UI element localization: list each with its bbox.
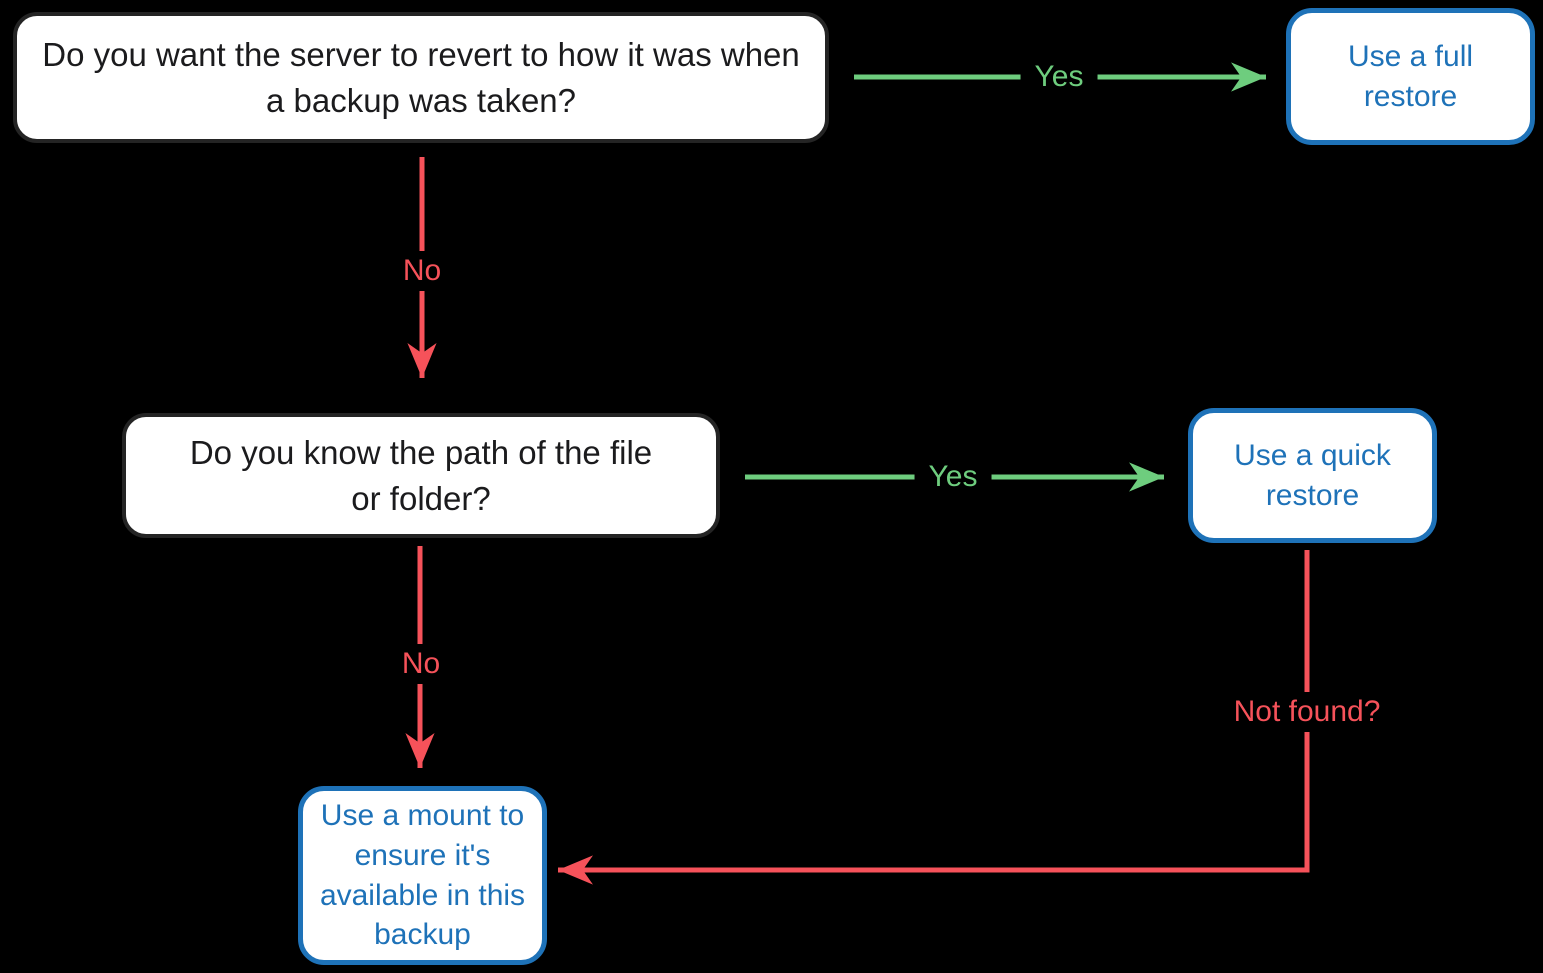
node-action-quick-restore-label: Use a quick restore xyxy=(1234,438,1391,512)
node-decision-path-known: Do you know the path of the file or fold… xyxy=(122,413,720,538)
node-decision-path-known-label: Do you know the path of the file or fold… xyxy=(189,433,653,517)
edge-label-revert-yes: Yes xyxy=(1020,57,1098,97)
node-action-full-restore-label: Use a full restore xyxy=(1347,39,1474,113)
edge-label-path-no: No xyxy=(387,644,455,684)
edge-label-revert-no: No xyxy=(388,251,456,291)
node-action-full-restore: Use a full restore xyxy=(1286,8,1535,145)
node-action-mount: Use a mount to ensure it's available in … xyxy=(298,786,547,965)
node-action-quick-restore: Use a quick restore xyxy=(1188,408,1437,543)
edge-label-quick-not-found: Not found? xyxy=(1219,692,1395,732)
edge-quick-not-found-line xyxy=(558,550,1310,885)
edge-label-path-yes: Yes xyxy=(914,457,992,497)
node-action-mount-label: Use a mount to ensure it's available in … xyxy=(319,798,526,952)
node-decision-revert: Do you want the server to revert to how … xyxy=(13,12,829,143)
node-decision-revert-label: Do you want the server to revert to how … xyxy=(42,35,800,119)
